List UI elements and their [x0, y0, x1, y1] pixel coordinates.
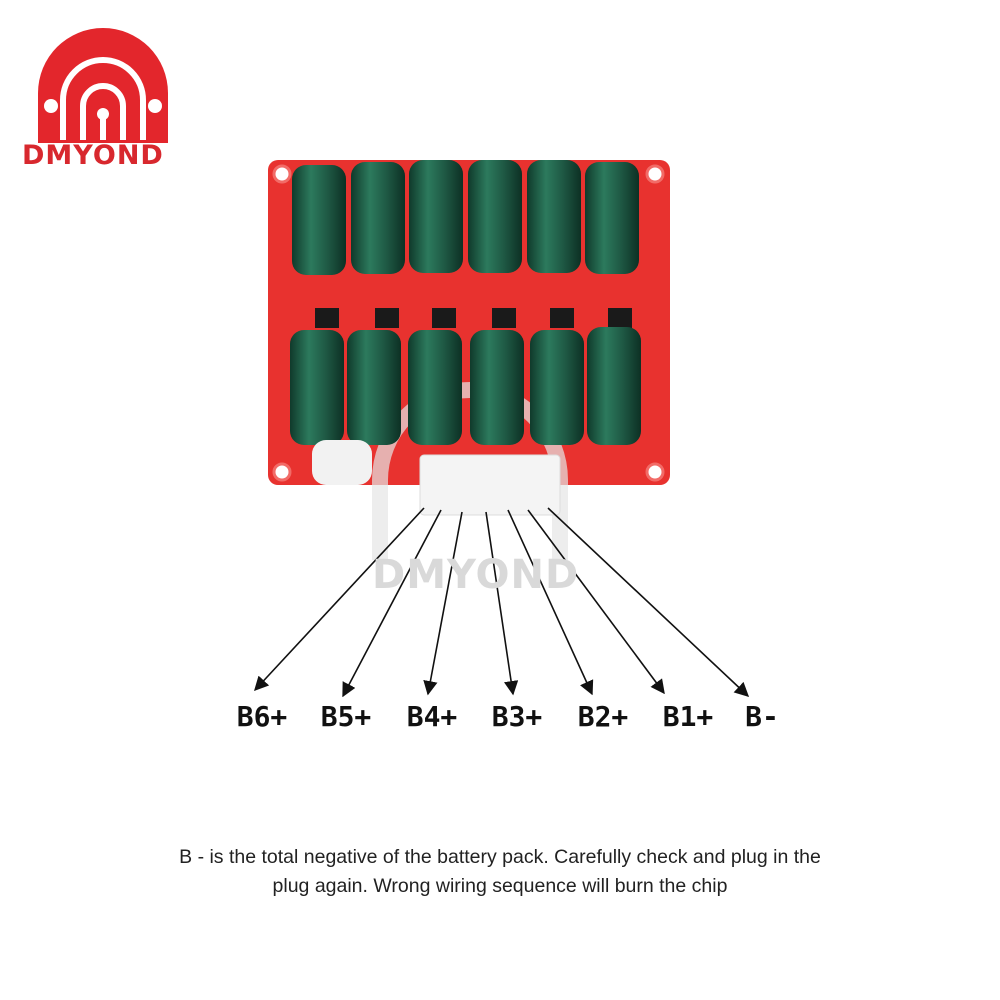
mounting-hole: [272, 462, 292, 482]
arrow-bminus: [547, 507, 750, 697]
balance-connector: [419, 454, 561, 516]
mounting-hole: [645, 462, 665, 482]
ic-chip: [315, 308, 339, 328]
ic-chip: [492, 308, 516, 328]
capacitor: [351, 162, 405, 274]
pin-labels-row: B6+ B5+ B4+ B3+ B2+ B1+ B-: [0, 700, 1000, 740]
arrow-b2: [507, 509, 594, 696]
pin-label-b5: B5+: [320, 700, 372, 733]
pin-arrows: [254, 507, 750, 698]
ic-chip: [375, 308, 399, 328]
caption-line-2: plug again. Wrong wiring sequence will b…: [272, 875, 728, 897]
capacitor: [468, 160, 522, 273]
logo-node-icon: [44, 99, 58, 113]
brand-watermark: DMYOND: [372, 552, 580, 598]
capacitor: [290, 330, 344, 445]
top-capacitor-row: [292, 160, 639, 275]
white-foam-pad: [312, 440, 372, 485]
capacitor: [587, 327, 641, 445]
brand-logo: [38, 28, 168, 143]
brand-name: DMYOND: [22, 140, 164, 171]
pin-label-bminus: B-: [745, 700, 779, 733]
arrow-b1: [527, 509, 665, 695]
arrow-b4: [423, 511, 463, 696]
bottom-capacitor-row: [290, 327, 641, 445]
capacitor: [585, 162, 639, 274]
mounting-hole: [272, 164, 292, 184]
capacitor: [292, 165, 346, 275]
mounting-hole: [645, 164, 665, 184]
ic-chip: [608, 308, 632, 328]
pin-label-b1: B1+: [662, 700, 714, 733]
pin-label-b4: B4+: [406, 700, 458, 733]
capacitor: [527, 160, 581, 273]
capacitor: [409, 160, 463, 273]
wiring-caption: B - is the total negative of the battery…: [80, 843, 920, 901]
logo-node-icon: [97, 108, 109, 120]
arrow-b6: [254, 507, 425, 692]
capacitor: [530, 330, 584, 445]
caption-line-1: B - is the total negative of the battery…: [179, 846, 821, 868]
capacitor: [347, 330, 401, 445]
arrow-b5: [342, 509, 442, 698]
logo-node-icon: [148, 99, 162, 113]
capacitor: [470, 330, 524, 445]
ic-chip: [550, 308, 574, 328]
balance-chips: [315, 308, 632, 328]
pin-label-b6: B6+: [236, 700, 288, 733]
ic-chip: [432, 308, 456, 328]
arrow-b3: [485, 511, 519, 696]
pin-label-b2: B2+: [577, 700, 629, 733]
capacitor: [408, 330, 462, 445]
pin-label-b3: B3+: [491, 700, 543, 733]
